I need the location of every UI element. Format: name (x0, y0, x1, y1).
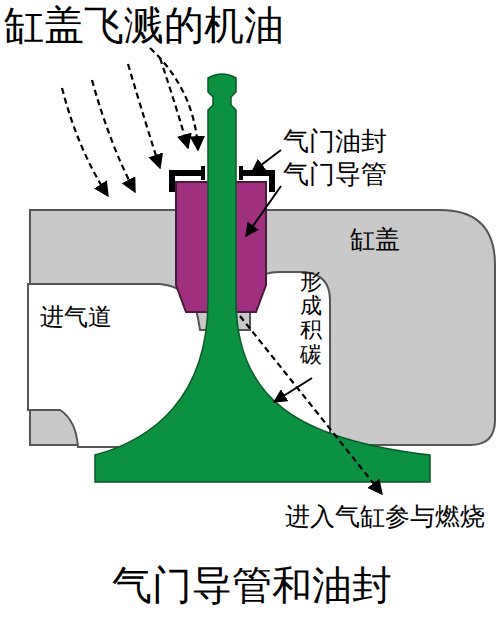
note-label: 进入气缸参与燃烧 (285, 503, 485, 532)
leader-arrow (274, 378, 312, 402)
part-label: 进气道 (40, 304, 112, 332)
part-label: 气门油封 (283, 127, 387, 157)
note-label: 形成积碳 (300, 270, 322, 367)
leader-arrow (246, 186, 281, 236)
part-label: 气门导管 (283, 160, 387, 190)
leader-arrow (252, 150, 281, 172)
seal-lip (203, 166, 241, 180)
figure-caption: 气门导管和油封 (112, 562, 392, 608)
part-label: 缸盖 (350, 226, 400, 255)
oil-splash-arrows (62, 48, 198, 196)
valve (95, 74, 430, 482)
valve-oil-seal (172, 173, 272, 192)
oil-source-label: 缸盖飞溅的机油 (4, 2, 284, 48)
